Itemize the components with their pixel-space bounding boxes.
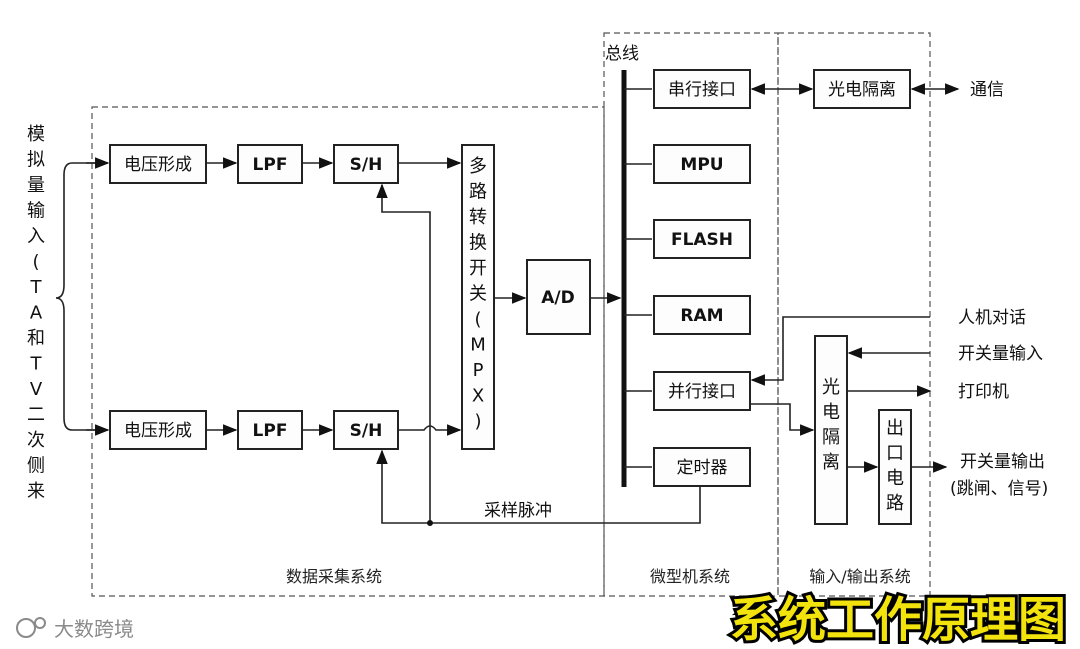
voltage-shaping-block-top [109, 144, 207, 184]
sample-hold-label-bottom: S/H [350, 421, 383, 441]
io-system-title: 输入/输出系统 [809, 567, 910, 586]
parallel-interface-block [653, 371, 751, 411]
output-circuit-char: 路 [886, 493, 904, 514]
mpx-char: P [473, 360, 484, 381]
watermark: 大数跨境 [16, 617, 134, 641]
analog-input-char: 模 [27, 124, 45, 145]
flash-block [653, 219, 751, 259]
ad-converter-block [526, 259, 591, 335]
analog-input-char: 次 [27, 430, 45, 451]
analog-input-char: 来 [27, 481, 45, 502]
output-circuit-char: 口 [886, 443, 904, 464]
serial-interface-block [653, 69, 751, 109]
mpx-char: 路 [469, 182, 487, 203]
micro-system-boundary [603, 32, 779, 597]
mpx-char: 转 [469, 207, 487, 228]
mpx-char: 多 [469, 156, 487, 177]
analog-input-char: 二 [27, 405, 45, 426]
opto-char: 离 [822, 452, 840, 473]
analog-input-char: 和 [27, 328, 45, 349]
lpf-block-top [237, 144, 303, 184]
mpx-block [461, 144, 495, 450]
mpx-char: X [472, 386, 484, 407]
analog-input-char: T [30, 354, 43, 375]
ram-block [653, 295, 751, 335]
diagram-banner-title: 系统工作原理图 [730, 592, 1066, 648]
mpx-char: ( [474, 309, 481, 330]
mpu-block [653, 144, 751, 184]
analog-input-char: T [30, 277, 43, 298]
bus-label: 总线 [605, 44, 639, 64]
lpf-label-bottom: LPF [253, 421, 288, 441]
analog-input-char: 量 [27, 175, 45, 196]
sampling-pulse-label: 采样脉冲 [484, 501, 552, 521]
parallel-interface-label: 并行接口 [668, 382, 736, 402]
mpx-char: 换 [469, 233, 487, 254]
ram-label: RAM [680, 306, 723, 326]
sample-hold-block-top [333, 144, 399, 184]
timer-block [653, 447, 751, 487]
flash-label: FLASH [671, 230, 733, 250]
input-brace [55, 162, 98, 431]
analog-input-char: ( [32, 252, 39, 273]
mpx-char: 关 [469, 284, 487, 305]
comm-label: 通信 [970, 80, 1004, 100]
opto-isolation-io-label: 光电隔离 [822, 377, 840, 473]
timer-label: 定时器 [677, 458, 728, 478]
voltage-shaping-label-bottom: 电压形成 [124, 421, 192, 441]
analog-input-char: A [30, 303, 43, 324]
opto-isolation-serial-label: 光电隔离 [828, 80, 896, 100]
analog-input-char: 侧 [27, 456, 45, 477]
opto-isolation-io-block [814, 335, 848, 525]
analog-input-char: V [30, 379, 43, 400]
analog-input-char: 输 [27, 201, 45, 222]
sample-hold-label-top: S/H [350, 155, 383, 175]
ad-converter-label: A/D [541, 288, 574, 308]
watermark-logo-icon [16, 617, 46, 638]
output-circuit-char: 出 [886, 418, 904, 439]
hmi-label: 人机对话 [958, 308, 1026, 328]
output-circuit-char: 电 [886, 468, 904, 489]
mpx-char: ) [474, 411, 481, 432]
lpf-label-top: LPF [253, 155, 288, 175]
printer-label: 打印机 [958, 382, 1009, 402]
mpu-label: MPU [680, 155, 723, 175]
opto-char: 电 [822, 402, 840, 423]
micro-system-title: 微型机系统 [650, 567, 730, 586]
analog-input-char: 入 [27, 226, 45, 247]
mpx-char: M [470, 335, 486, 356]
output-circuit-block [878, 409, 912, 525]
analog-input-char: 拟 [27, 150, 45, 171]
opto-char: 隔 [822, 427, 840, 448]
switch-output-label: 开关量输出 [960, 452, 1045, 472]
opto-char: 光 [822, 377, 840, 398]
mpx-char: 开 [469, 258, 487, 279]
watermark-text: 大数跨境 [54, 617, 134, 641]
serial-interface-label: 串行接口 [668, 80, 736, 100]
switch-output-sub-label: (跳闸、信号) [950, 479, 1048, 499]
io-system-boundary [777, 32, 931, 597]
acquisition-system-title: 数据采集系统 [286, 567, 382, 586]
voltage-shaping-label-top: 电压形成 [124, 155, 192, 175]
acquisition-system-boundary [91, 106, 605, 597]
switch-input-label: 开关量输入 [958, 344, 1043, 364]
opto-isolation-serial-block [813, 69, 911, 109]
